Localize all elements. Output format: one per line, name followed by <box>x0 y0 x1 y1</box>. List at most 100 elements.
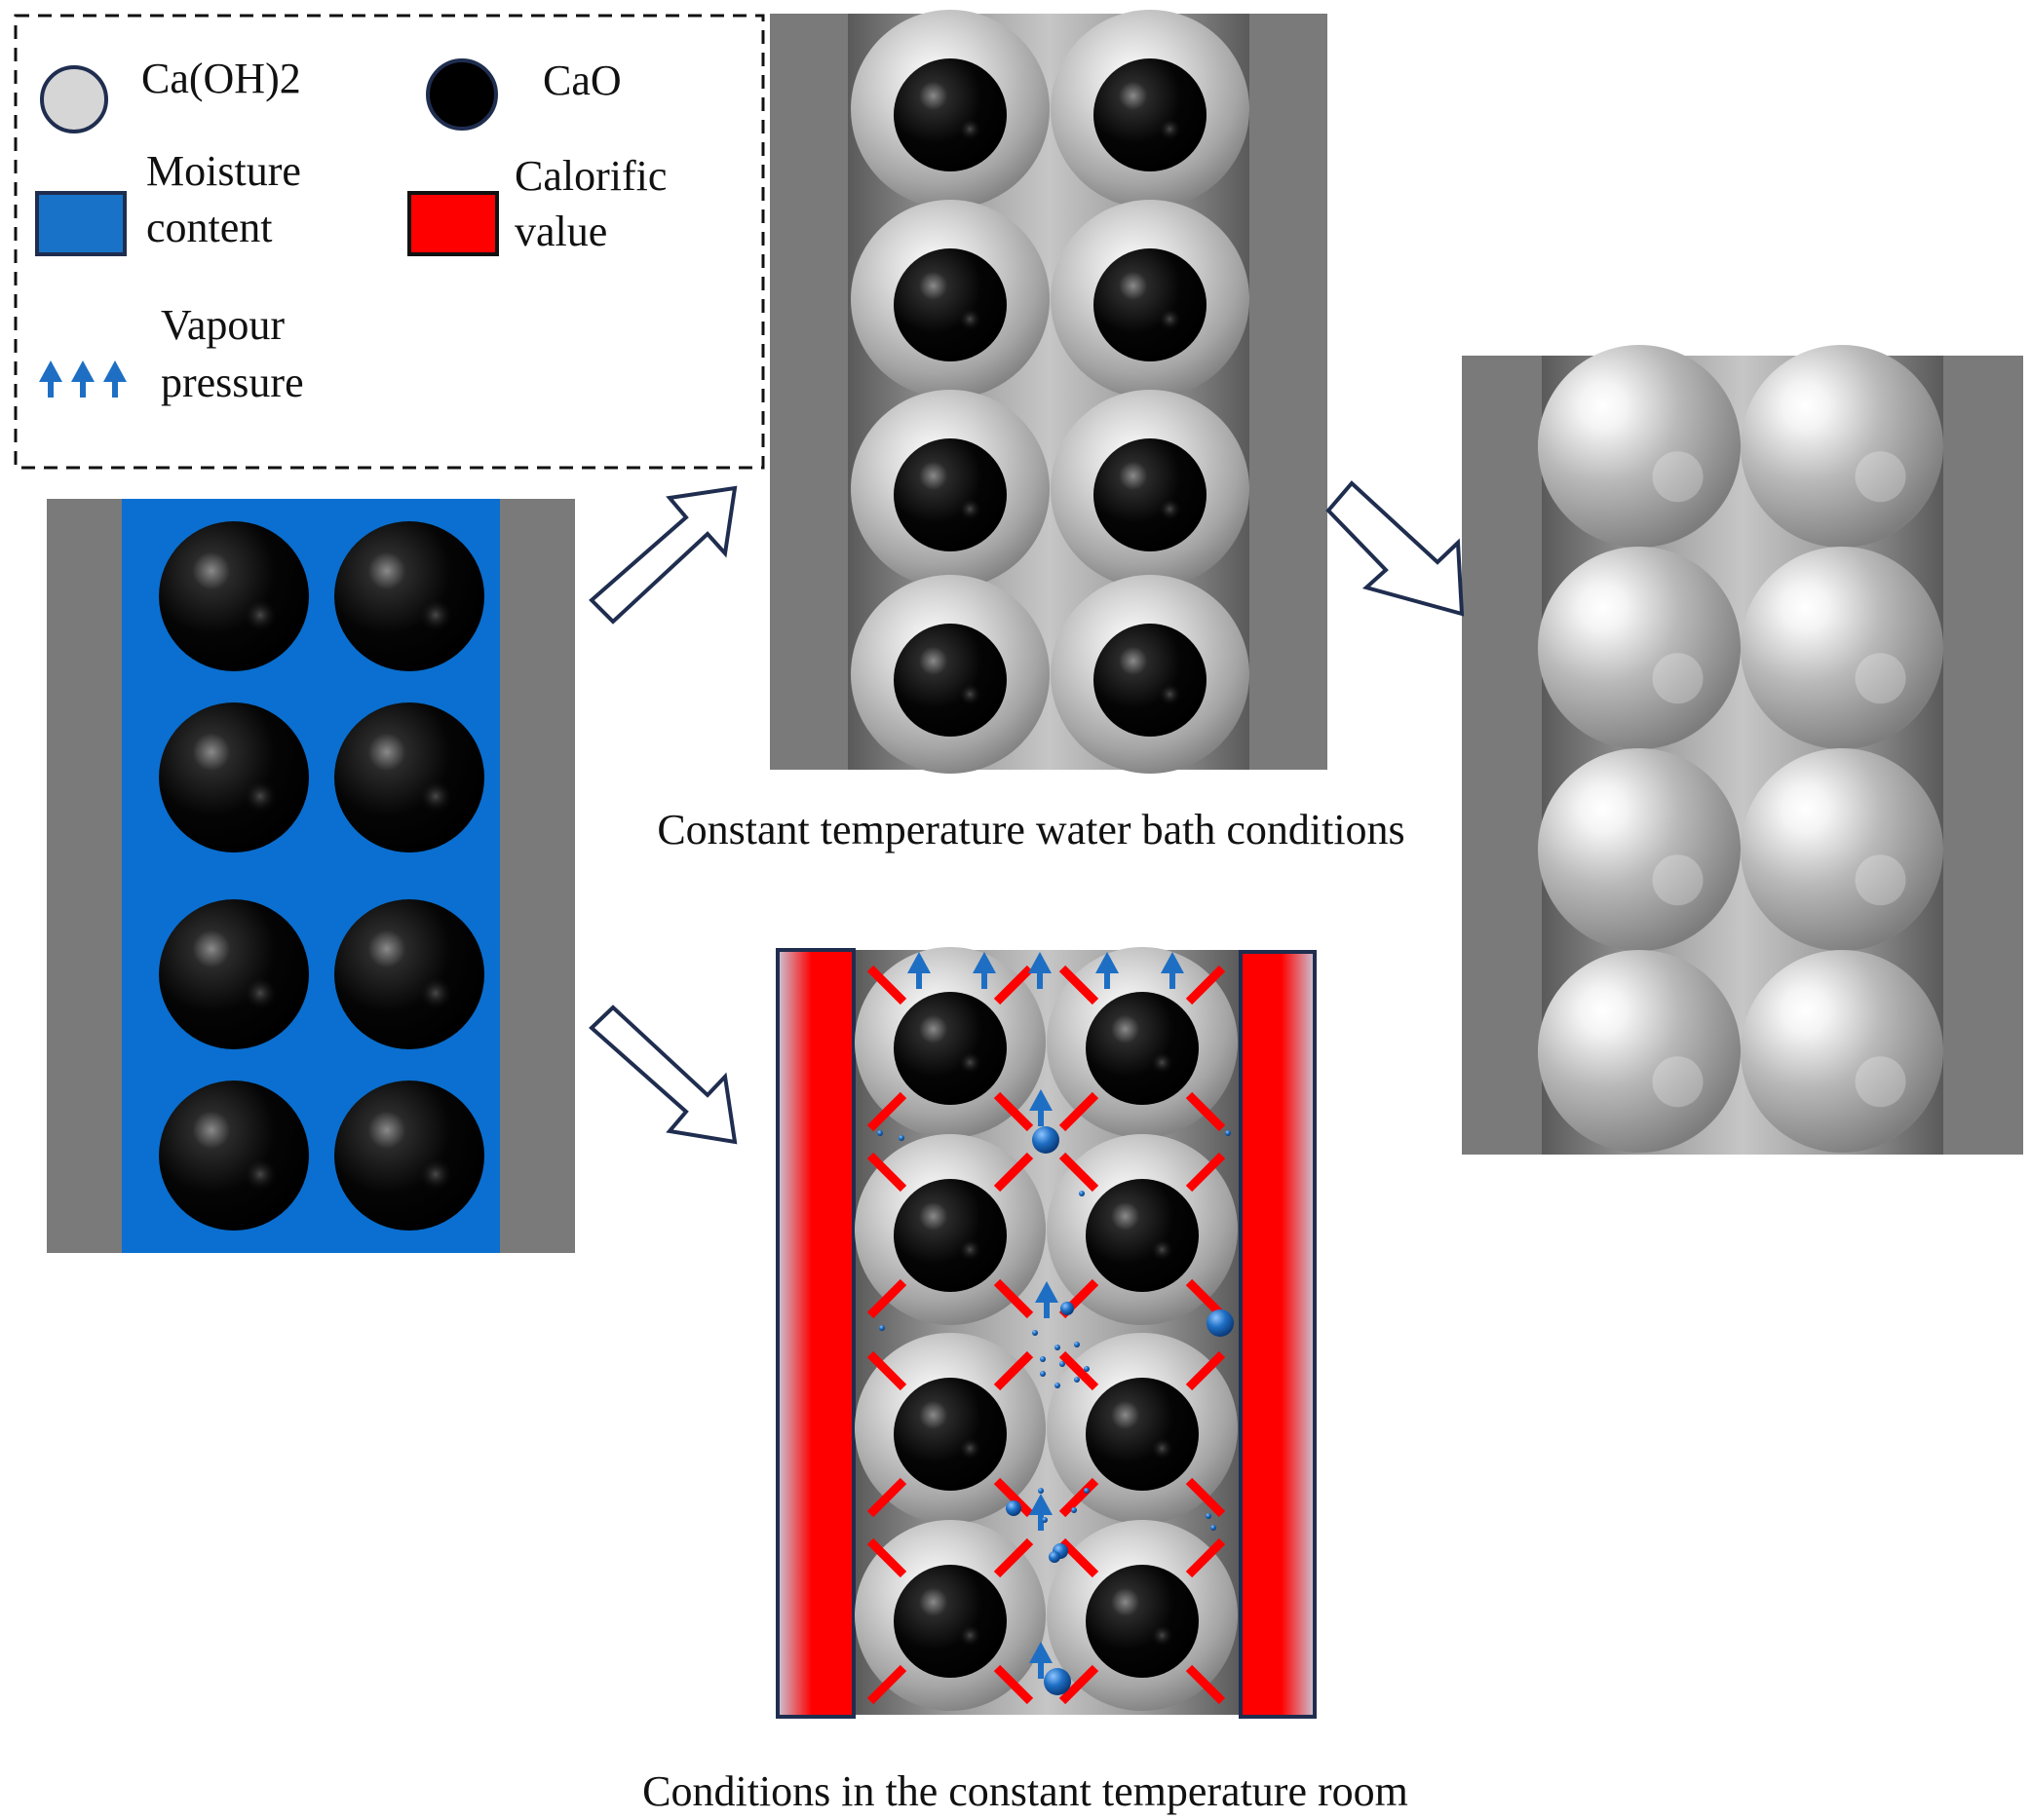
cao-particle <box>159 899 309 1049</box>
calorific-legend-label-2: value <box>515 208 607 255</box>
cao-particle <box>334 1081 484 1231</box>
water-droplet <box>879 1325 885 1331</box>
constant-room-core-shell-balls <box>855 947 1238 1711</box>
calorific-crack-marks <box>1058 1350 1226 1518</box>
vapour-legend-icon <box>39 360 127 398</box>
water-droplet <box>1040 1356 1046 1362</box>
cao-particle <box>334 521 484 671</box>
cao-caoh2-core-shell-particle <box>855 1134 1046 1325</box>
cao-caoh2-core-shell-particle <box>855 1520 1046 1711</box>
water-droplet <box>1079 1191 1085 1196</box>
moisture-legend-label-1: Moisture <box>146 147 301 195</box>
water-bath-chamber <box>770 10 1327 774</box>
water-droplet <box>877 1130 883 1136</box>
cao-caoh2-core-shell-particle <box>855 947 1046 1138</box>
moisture-legend-label-2: content <box>146 204 273 251</box>
caoh2-particle <box>1741 547 1943 749</box>
calorific-crack-marks <box>866 1537 1034 1705</box>
water-droplet <box>1060 1302 1074 1315</box>
caoh2-particle <box>1741 950 1943 1153</box>
cao-caoh2-core-shell-particle <box>1047 1333 1238 1524</box>
arrow-to-constant-room <box>589 1005 738 1145</box>
hydrated-chamber <box>1462 345 2023 1155</box>
vapour-arrow <box>1028 952 1052 989</box>
water-bath-caption: Constant temperature water bath conditio… <box>657 806 1404 853</box>
calorific-crack-marks <box>866 1152 1034 1319</box>
cao-legend-icon <box>426 58 498 131</box>
water-droplet <box>1038 1488 1044 1494</box>
calorific-wall-right <box>1239 950 1317 1719</box>
water-droplet <box>1042 1517 1048 1523</box>
cao-caoh2-core-shell-particle <box>855 1333 1046 1524</box>
vapour-arrow <box>973 952 996 989</box>
water-droplet <box>1210 1525 1216 1531</box>
water-droplet <box>899 1135 904 1141</box>
vapour-pressure-arrows <box>907 952 1184 1679</box>
water-droplet <box>1032 1126 1059 1154</box>
water-droplet <box>1054 1383 1060 1388</box>
cao-caoh2-core-shell-particle <box>1047 947 1238 1138</box>
calorific-crack-marks <box>1058 965 1226 1132</box>
vapour-arrow <box>1029 1089 1053 1126</box>
cao-caoh2-core-shell-particle <box>1051 390 1249 588</box>
water-droplet <box>1084 1366 1090 1372</box>
cao-legend-label: CaO <box>543 57 622 104</box>
calorific-legend-label-1: Calorific <box>515 152 667 200</box>
water-droplet <box>1074 1377 1080 1383</box>
cao-caoh2-core-shell-particle <box>851 10 1050 209</box>
hydrated-caoh2-balls <box>1538 345 1943 1153</box>
caoh2-particle <box>1741 748 1943 951</box>
cao-particle <box>159 1081 309 1231</box>
water-droplet <box>1054 1345 1060 1350</box>
water-droplet <box>1074 1342 1080 1347</box>
water-droplet <box>1207 1309 1234 1337</box>
caoh2-particle <box>1741 345 1943 548</box>
vapour-legend-label-2: pressure <box>161 359 304 406</box>
initial-cao-balls <box>159 521 484 1231</box>
calorific-legend-icon <box>407 191 499 256</box>
caoh2-legend-label: Ca(OH)2 <box>141 55 301 102</box>
calorific-crack-marks <box>1058 1537 1226 1705</box>
vapour-arrow <box>907 952 931 989</box>
cao-caoh2-core-shell-particle <box>1051 10 1249 209</box>
water-droplet <box>1006 1500 1021 1516</box>
cao-caoh2-core-shell-particle <box>851 390 1050 588</box>
water-droplet <box>1071 1507 1077 1513</box>
caoh2-particle <box>1538 345 1741 548</box>
cao-caoh2-core-shell-particle <box>1051 200 1249 398</box>
water-droplet <box>1040 1371 1046 1377</box>
caoh2-particle <box>1538 950 1741 1153</box>
cao-caoh2-core-shell-particle <box>1051 575 1249 774</box>
cao-particle <box>334 702 484 853</box>
water-droplet <box>1059 1361 1065 1367</box>
constant-room-chamber <box>776 947 1317 1719</box>
cao-particle <box>159 702 309 853</box>
water-bath-core-shell-balls <box>851 10 1249 774</box>
constant-room-caption: Conditions in the constant temperature r… <box>642 1767 1408 1815</box>
vapour-arrow <box>1029 1642 1053 1679</box>
arrow-to-water-bath <box>589 485 738 625</box>
vapour-arrow <box>1161 952 1184 989</box>
caoh2-particle <box>1538 748 1741 951</box>
water-droplet <box>1206 1513 1211 1519</box>
vapour-arrow <box>1029 1494 1053 1531</box>
water-droplet <box>1225 1130 1231 1136</box>
water-droplet <box>1032 1330 1038 1336</box>
initial-moist-chamber <box>47 499 575 1253</box>
caoh2-legend-icon <box>40 65 108 133</box>
water-droplets <box>877 1126 1234 1695</box>
water-droplet <box>1049 1551 1060 1563</box>
cao-caoh2-core-shell-particle <box>851 575 1050 774</box>
cao-particle <box>334 899 484 1049</box>
calorific-crack-marks <box>866 965 1034 1132</box>
calorific-crack-marks <box>866 1350 1034 1518</box>
caoh2-particle <box>1538 547 1741 749</box>
cao-caoh2-core-shell-particle <box>1047 1134 1238 1325</box>
cao-caoh2-core-shell-particle <box>851 200 1050 398</box>
moisture-legend-icon <box>35 191 127 256</box>
vapour-arrow <box>1095 952 1119 989</box>
cao-caoh2-core-shell-particle <box>1047 1520 1238 1711</box>
vapour-legend-label-1: Vapour <box>161 301 285 349</box>
water-droplet <box>1084 1488 1090 1494</box>
